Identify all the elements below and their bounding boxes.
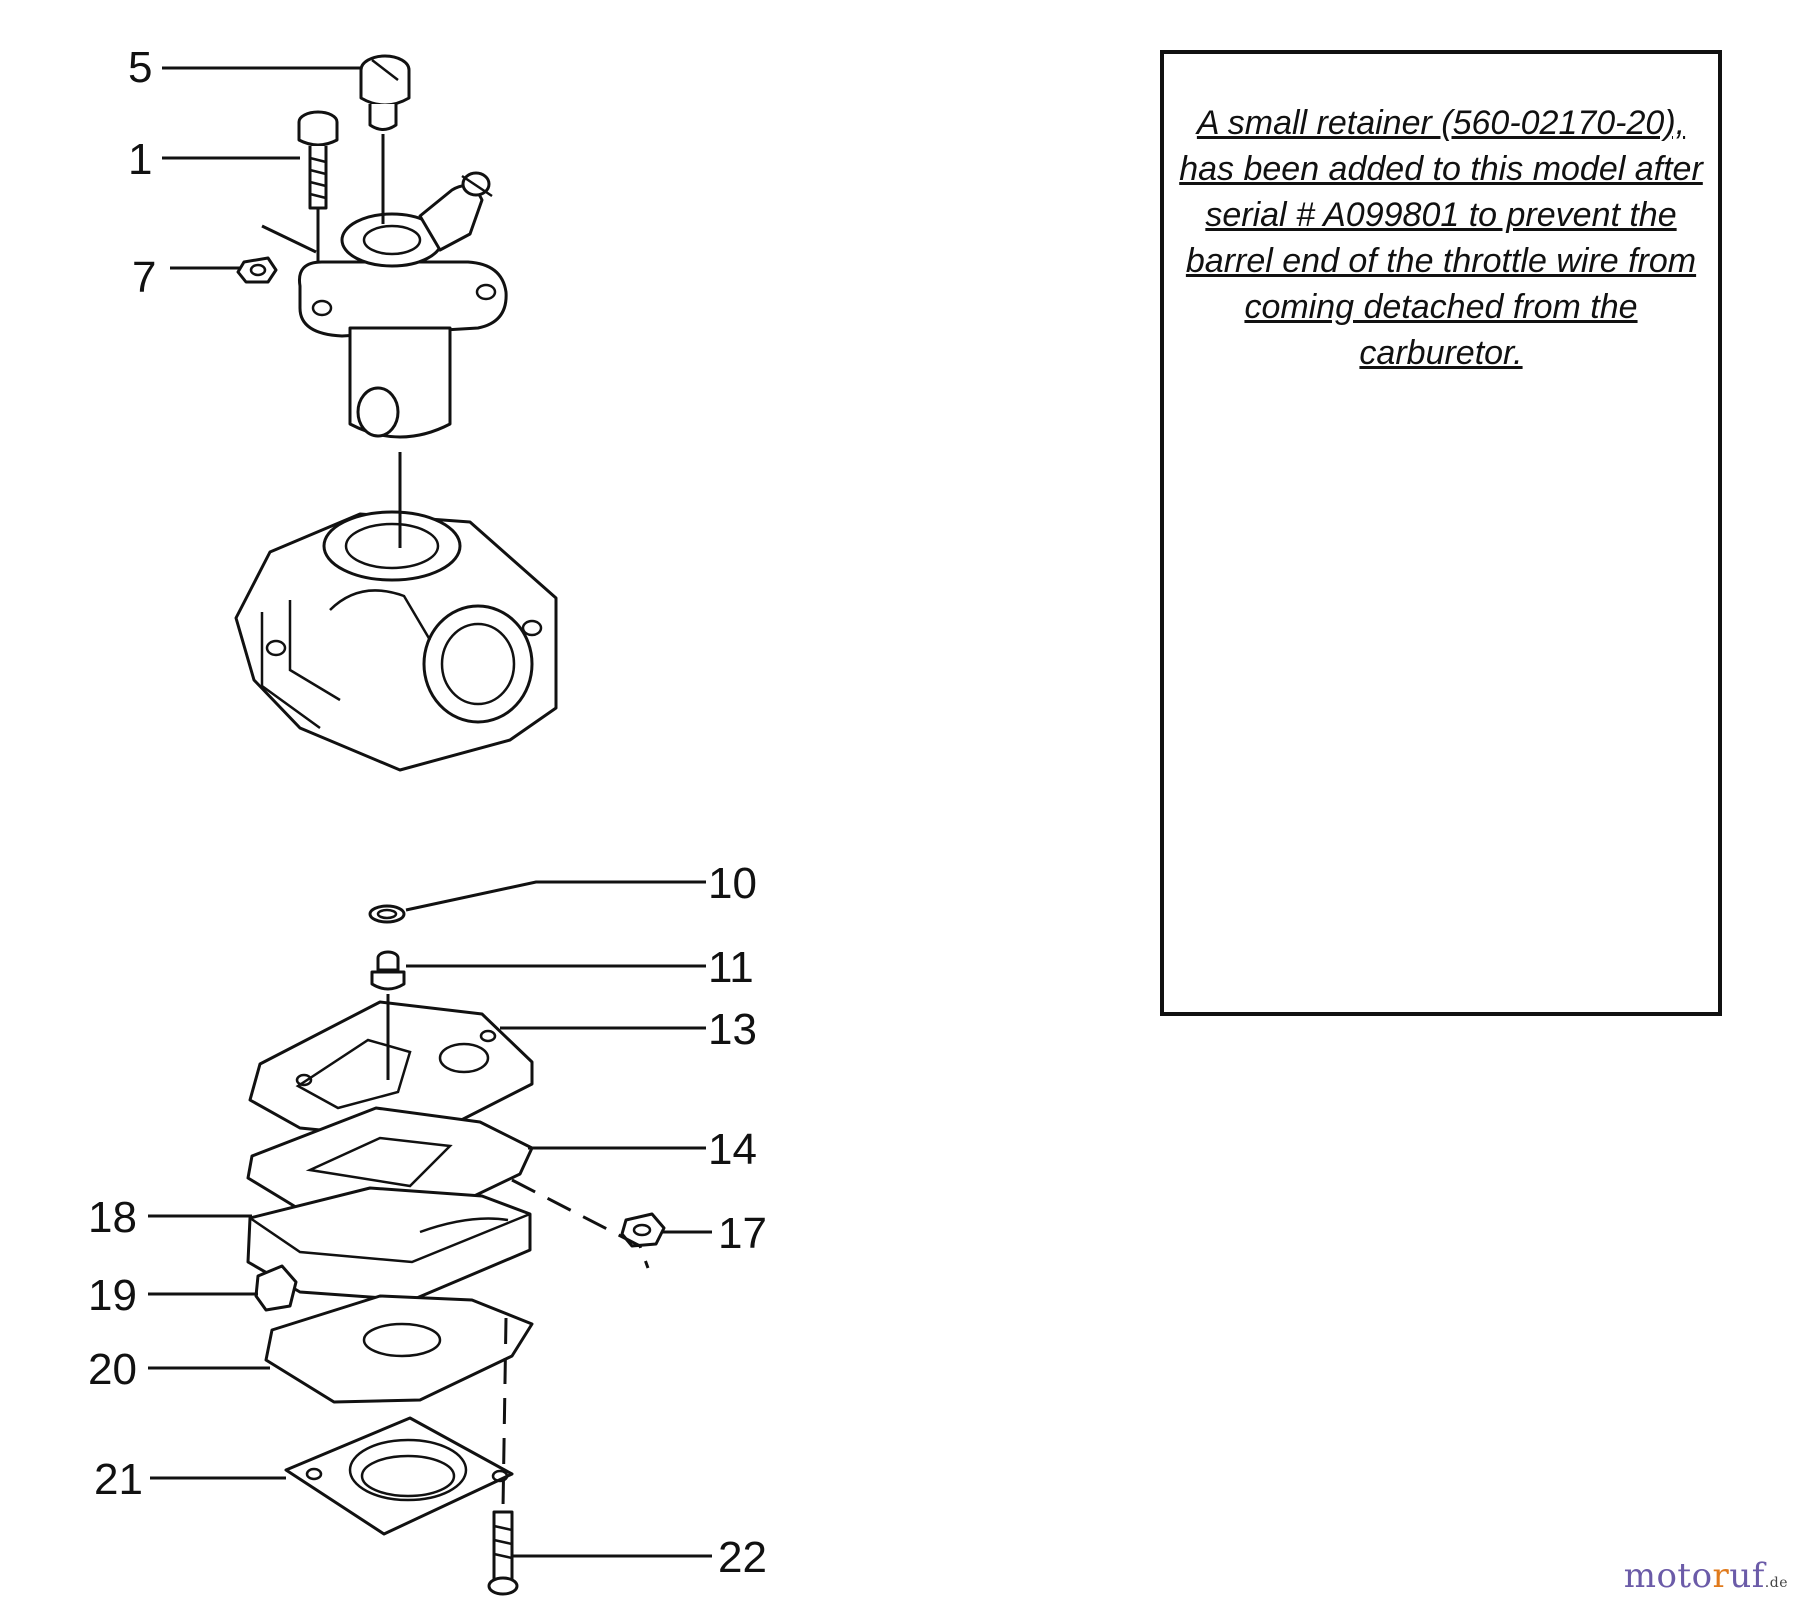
callout-14: 14 <box>708 1125 757 1174</box>
carburetor-body <box>234 510 558 772</box>
callout-11: 11 <box>708 943 754 992</box>
watermark-logo: motoruf.de <box>1624 1556 1788 1596</box>
part-1-screw <box>297 110 339 210</box>
part-13-gasket <box>248 1000 534 1142</box>
callout-13: 13 <box>708 1005 757 1054</box>
callout-20: 20 <box>88 1345 137 1394</box>
callout-1: 1 <box>128 135 152 184</box>
part-10-ring <box>368 904 406 924</box>
part-22-screw <box>487 1510 519 1596</box>
assembly-lines <box>261 134 650 1509</box>
part-11-jet <box>370 950 406 991</box>
part-21-plate <box>284 1416 514 1536</box>
callout-22: 22 <box>718 1533 767 1582</box>
callout-18: 18 <box>88 1193 137 1242</box>
watermark-tld: .de <box>1764 1575 1788 1591</box>
part-14-gasket <box>246 1106 534 1222</box>
callout-7: 7 <box>132 253 156 302</box>
part-19-lever <box>254 1264 298 1312</box>
callout-5: 5 <box>128 43 152 92</box>
watermark-part-a: moto <box>1623 1556 1713 1596</box>
callout-17: 17 <box>718 1209 767 1258</box>
part-20-diaphragm <box>264 1294 534 1404</box>
part-7-nut <box>236 256 278 284</box>
callout-19: 19 <box>88 1271 137 1320</box>
callout-10: 10 <box>708 859 757 908</box>
callout-labels: 5 1 7 10 11 13 14 17 18 19 20 21 22 <box>88 43 767 1582</box>
throttle-body <box>297 171 508 439</box>
part-5-screw <box>359 54 411 131</box>
service-note-box: A small retainer (560-02170-20), has bee… <box>1160 50 1722 1016</box>
watermark-part-b: uf <box>1729 1556 1765 1596</box>
callout-21: 21 <box>94 1455 143 1504</box>
leader-lines <box>148 66 712 1558</box>
part-17-nut <box>620 1212 666 1248</box>
watermark-accent: r <box>1712 1556 1730 1596</box>
service-note-text: A small retainer (560-02170-20), has bee… <box>1179 104 1703 372</box>
